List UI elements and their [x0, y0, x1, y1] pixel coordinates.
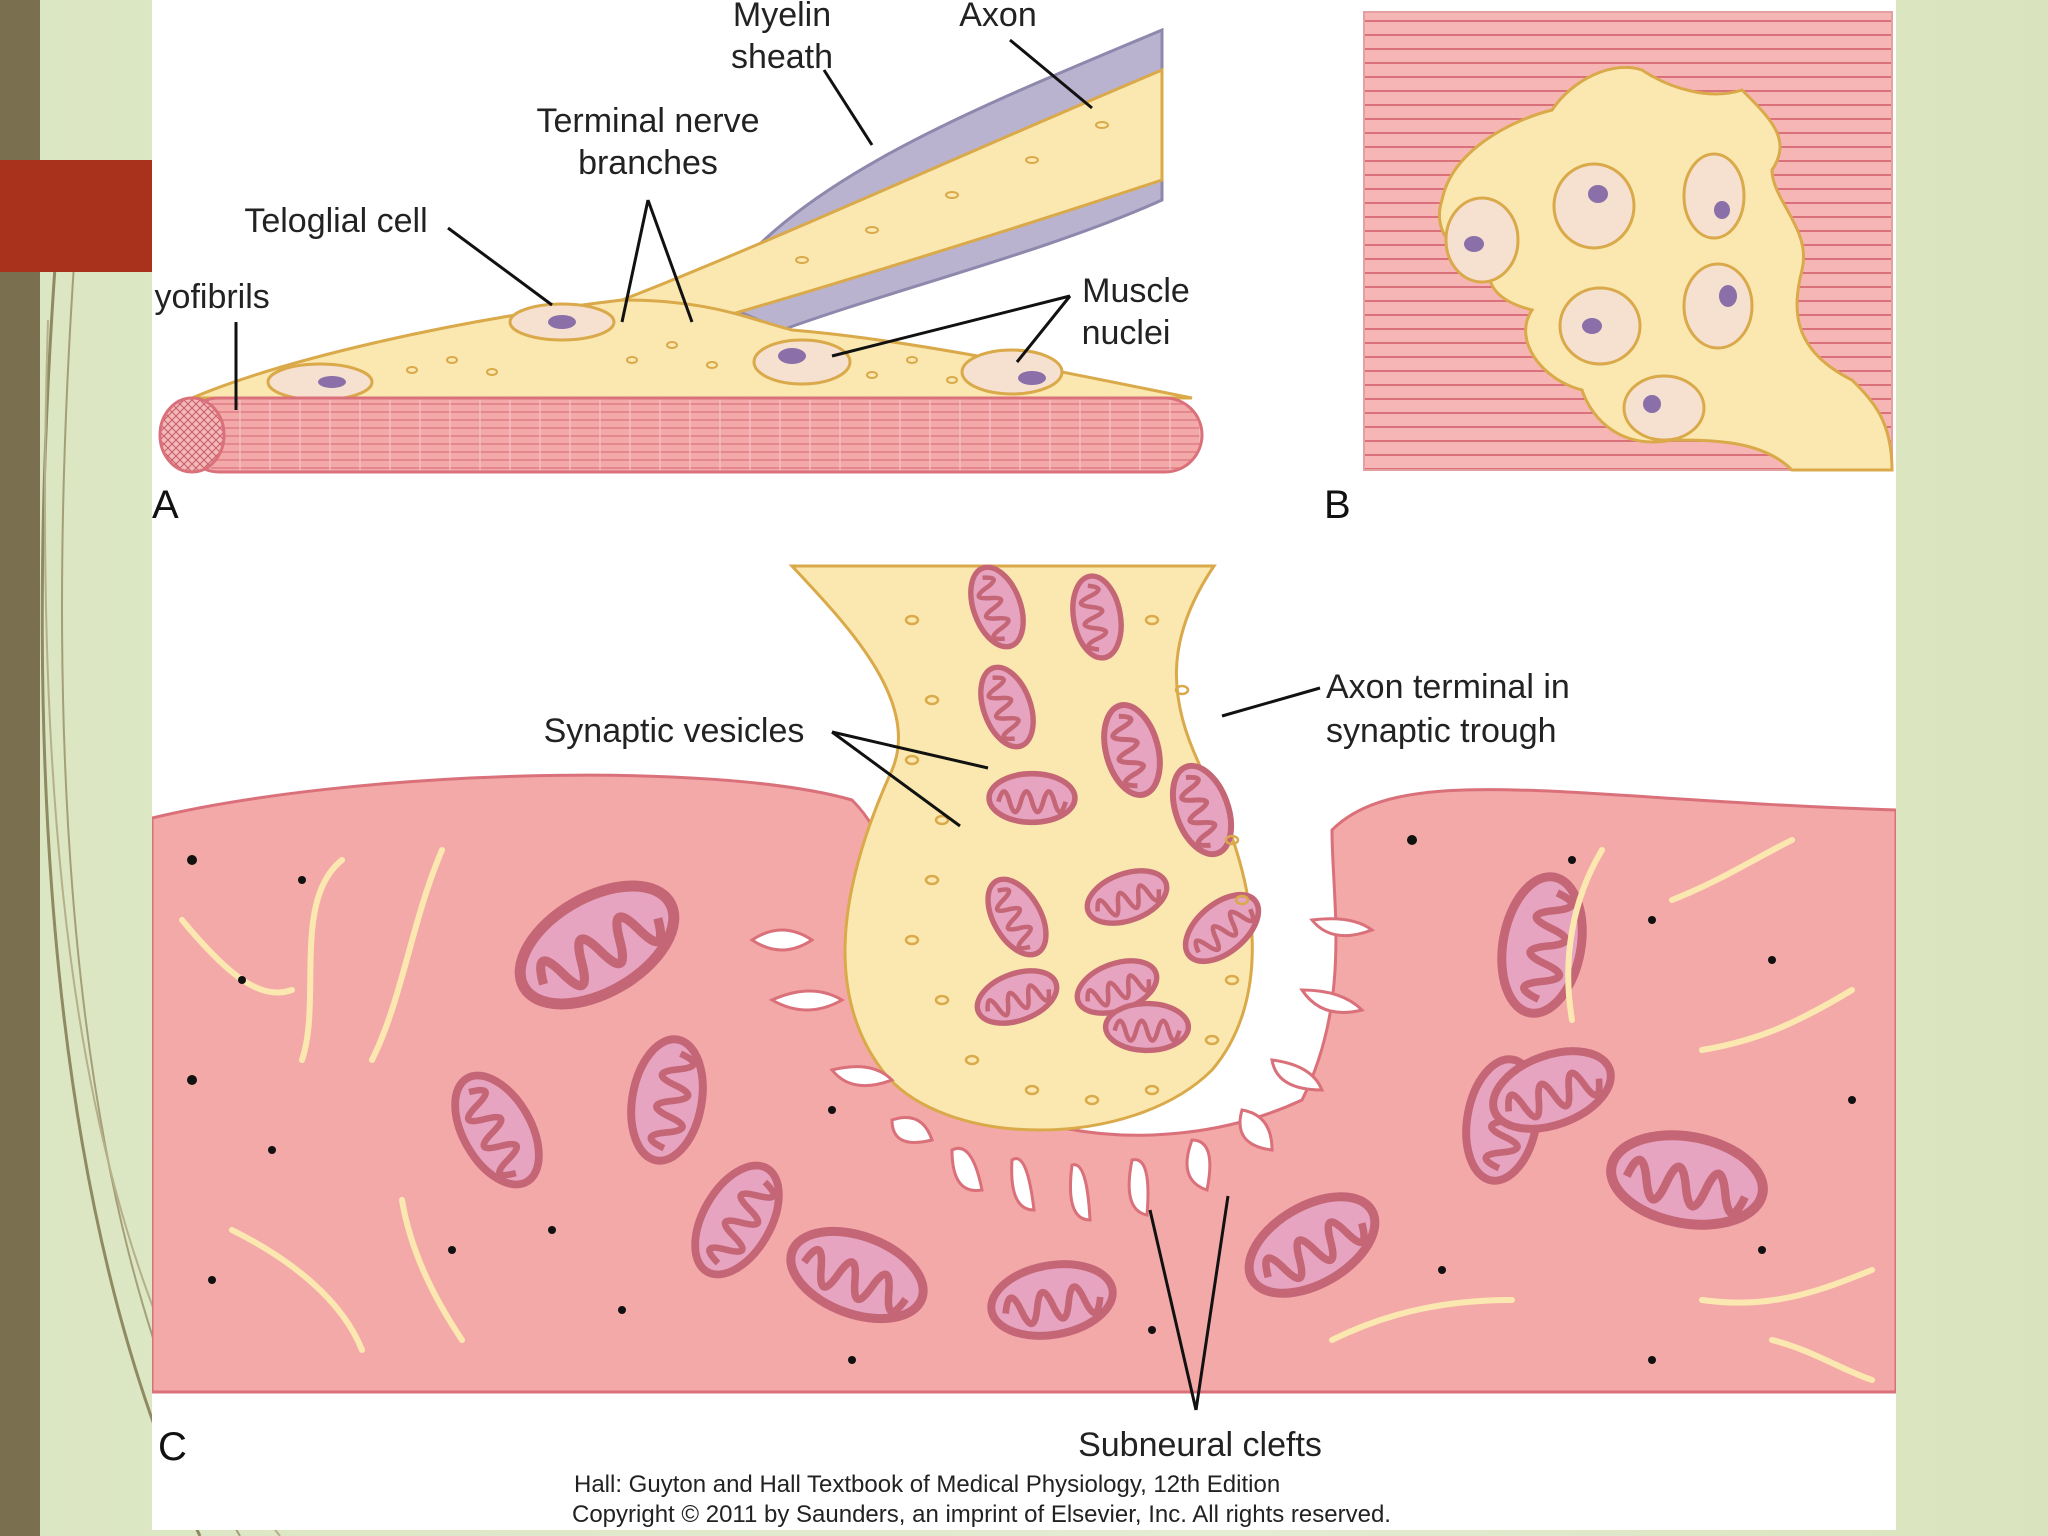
slide-red-accent-tab [0, 160, 152, 272]
label-terminal-nerve-branches-line1: Terminal nerve [537, 102, 760, 140]
neuromuscular-junction-figure: Myelin sheath Axon Terminal nerve branch… [152, 0, 1896, 1530]
terminal-vesicles [406, 121, 1109, 384]
muscle-nucleus-core [318, 376, 346, 388]
muscle-nucleus-core [778, 348, 806, 364]
label-myelin-sheath-line1: Myelin [733, 0, 831, 34]
panel-a: Myelin sheath Axon Terminal nerve branch… [152, 0, 1204, 527]
muscle-fibrils-strands [179, 837, 1875, 1383]
panel-letter-a: A [152, 483, 179, 527]
label-axon-terminal-line2: synaptic trough [1326, 712, 1557, 750]
muscle-fiber-cut-end [158, 396, 226, 474]
muscle-dark-granules [187, 835, 1856, 1364]
terminal-cell-bodies [1444, 152, 1754, 442]
muscle-nucleus [752, 338, 852, 386]
panel-letter-c: C [158, 1425, 187, 1469]
label-muscle-nuclei-line2: nuclei [1082, 314, 1171, 352]
credit-line-1: Hall: Guyton and Hall Textbook of Medica… [574, 1471, 1280, 1498]
label-teloglial-cell: Teloglial cell [244, 202, 427, 240]
panel-a-leader-lines [234, 38, 1093, 410]
panel-b: B [1324, 11, 1894, 527]
muscle-nucleus-core [1018, 371, 1046, 385]
panel-c: Synaptic vesicles Axon terminal in synap… [152, 560, 1896, 1528]
muscle-nucleus [960, 348, 1064, 396]
teloglial-nucleus [548, 315, 576, 329]
nerve-terminal-arborization [1437, 65, 1894, 472]
label-axon: Axon [959, 0, 1037, 34]
label-myelin-sheath-line2: sheath [731, 38, 833, 76]
label-myofibrils: Myofibrils [152, 278, 270, 316]
muscle-fiber [180, 396, 1204, 474]
credit-line-2: Copyright © 2011 by Saunders, an imprint… [572, 1501, 1391, 1528]
synaptic-vesicle-dots [904, 614, 1250, 1106]
label-axon-terminal-line1: Axon terminal in [1326, 668, 1570, 706]
axon [616, 67, 1164, 322]
subneural-clefts-folds [749, 917, 1376, 1222]
panel-letter-b: B [1324, 483, 1351, 527]
label-synaptic-vesicles: Synaptic vesicles [544, 712, 805, 750]
label-muscle-nuclei-line1: Muscle [1082, 272, 1190, 310]
label-terminal-nerve-branches-line2: branches [578, 144, 718, 182]
panel-c-leader-lines [831, 686, 1321, 1411]
label-subneural-clefts: Subneural clefts [1078, 1426, 1322, 1464]
